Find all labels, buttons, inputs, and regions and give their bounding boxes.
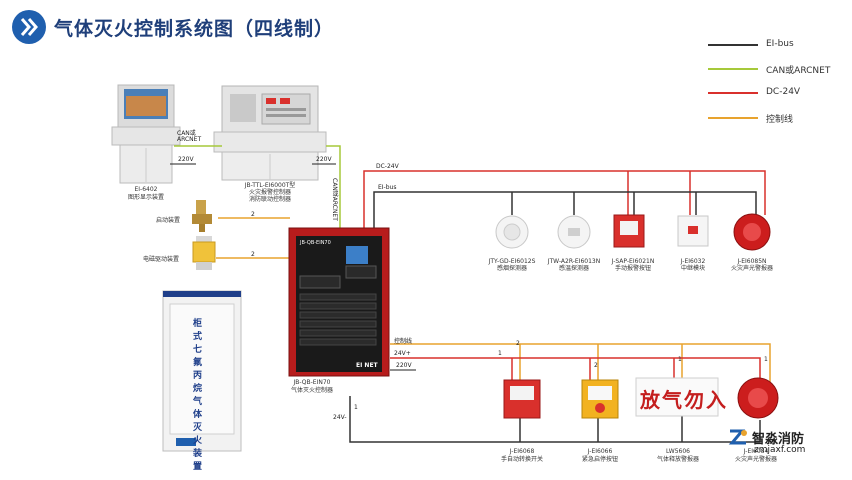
manual-auto-switch-model: J-EI6068 — [509, 448, 535, 455]
wire-num-label: 1 — [498, 350, 502, 357]
solenoid-device — [192, 236, 216, 270]
graphic-display-device — [111, 84, 181, 184]
control-line-label: 控制线 — [394, 338, 413, 345]
wire-num-label: 1 — [678, 356, 682, 363]
gas-controller-brand: EI NET — [356, 362, 378, 369]
relay-module-model: J-EI6032 — [680, 258, 706, 265]
sound-light-bottom-model: J-EI6084 — [743, 448, 769, 455]
emergency-stop-model: J-EI6066 — [587, 448, 613, 455]
fire-controller-name2: 消防联动控制器 — [248, 196, 291, 203]
fire-alarm-controller-device — [213, 85, 327, 181]
sound-light-top-model: J-EI6085N — [737, 258, 767, 265]
legend-control-label: 控制线 — [766, 115, 794, 125]
sound-light-bottom-name: 火灾声光警报器 — [734, 456, 777, 463]
emergency-stop-device — [581, 379, 619, 419]
smoke-detector-name: 感烟探测器 — [496, 265, 527, 272]
gas-controller-device — [288, 227, 390, 377]
heat-detector-model: JTW-A2R-EI6013N — [547, 258, 601, 265]
sound-light-top-device — [733, 213, 771, 251]
can-vertical-label: CAN或ARCNET — [331, 178, 338, 221]
manual-auto-switch-device — [503, 379, 541, 419]
sound-light-top-name: 火灾声光警报器 — [730, 265, 773, 272]
manual-button-name: 手动报警按钮 — [614, 265, 651, 272]
title-chevron-icon — [12, 10, 46, 44]
heat-detector-name: 感温探测器 — [558, 265, 589, 272]
v220-left-label: 220V — [178, 156, 194, 163]
v24-plus-label: 24V+ — [394, 350, 411, 357]
wire-num-label: 2 — [594, 362, 598, 369]
heat-detector-device — [557, 215, 591, 249]
v24-minus-line — [349, 396, 761, 443]
sound-light-bottom-device — [737, 377, 779, 419]
page-title: 气体灭火控制系统图（四线制） — [54, 18, 335, 40]
emergency-stop-name: 紧急启停按钮 — [581, 456, 618, 463]
manual-button-device — [613, 214, 645, 248]
v220-mid-label: 220V — [316, 156, 332, 163]
manual-auto-switch-name: 手自动转换开关 — [500, 456, 543, 463]
graphic-display-model: EI-6402 — [134, 186, 158, 193]
relay-module-name: 中继模块 — [680, 265, 705, 272]
fire-controller-model: JB-TTL-EI6000T型 — [244, 182, 296, 189]
wire-num-label: 1 — [354, 404, 358, 411]
discharge-sign-name: 气体释放警报器 — [656, 456, 699, 463]
discharge-sign-text: 放气勿入 — [640, 388, 728, 412]
v24-minus-label: 24V- — [333, 414, 347, 421]
legend-dc24v-label: DC-24V — [766, 87, 801, 97]
smoke-detector-device — [495, 215, 529, 249]
gas-controller-model: JB-QB-EIN70 — [293, 379, 331, 386]
wire-num-label: 2 — [251, 211, 255, 218]
can-label-b: ARCNET — [177, 136, 202, 143]
eibus-label: EI-bus — [378, 184, 397, 191]
ctrl-line-bottom — [390, 343, 771, 382]
legend-can-label: CAN或ARCNET — [766, 66, 831, 76]
wire-num-label: 1 — [764, 356, 768, 363]
legend-eibus-label: EI-bus — [766, 39, 794, 49]
gas-controller-name: 气体灭火控制器 — [290, 387, 333, 394]
v24-plus-line — [390, 357, 761, 382]
eibus-top-line — [373, 191, 757, 228]
watermark-name: 智淼消防 — [752, 432, 805, 447]
smoke-detector-model: JTY-GD-EI6012S — [488, 258, 536, 265]
fire-controller-name1: 火灾报警控制器 — [248, 189, 291, 196]
watermark-logo-icon — [728, 425, 750, 451]
can-label-a: CAN或 — [177, 130, 196, 137]
dc24v-label: DC-24V — [376, 163, 399, 170]
graphic-display-name: 图形显示装置 — [127, 194, 164, 201]
wire-num-label: 2 — [251, 251, 255, 258]
pressure-device — [192, 200, 212, 232]
dc24v-top-line — [363, 170, 766, 228]
extinguisher-cabinet — [162, 290, 242, 452]
discharge-sign-device — [635, 377, 719, 417]
relay-module-device — [677, 215, 709, 247]
gas-controller-panel-title: JB-QB-EIN70 — [300, 240, 331, 246]
discharge-sign-model: LW5606 — [666, 448, 690, 455]
v220-ctrl-label: 220V — [396, 362, 412, 369]
manual-button-model: J-SAP-EI6021N — [611, 258, 655, 265]
wire-num-label: 2 — [516, 340, 520, 347]
watermark-url: zmjaxf.com — [754, 445, 806, 455]
pressure-device-label: 启动装置 — [156, 217, 181, 224]
cabinet-label: 柜式七氟丙烷气体灭火装置 — [191, 318, 201, 474]
solenoid-device-label: 电磁驱动装置 — [143, 256, 180, 263]
can-line-controller — [326, 145, 341, 228]
